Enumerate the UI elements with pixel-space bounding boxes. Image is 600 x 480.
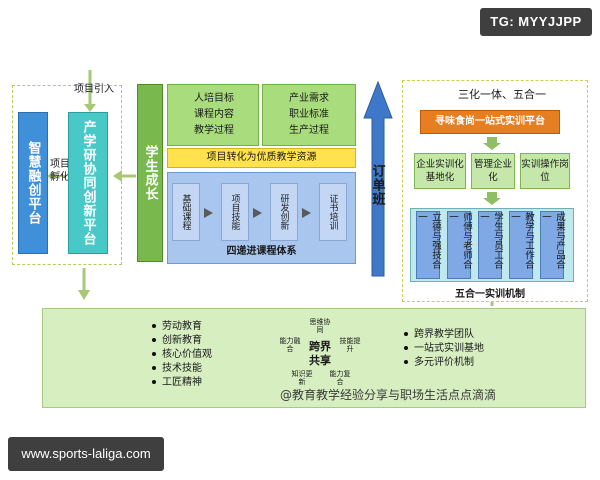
bullet-icon	[404, 360, 408, 364]
bullet-icon	[152, 338, 156, 342]
left-bullet-list: 劳动教育 创新教育 核心价值观 技术技能 工匠精神	[152, 320, 212, 390]
innovation-to-platform-arrow-head	[47, 171, 54, 181]
bullet-icon	[152, 324, 156, 328]
step-arrow	[302, 208, 311, 218]
mechanism-item: 教学与工作合一	[509, 211, 534, 279]
petal-label-top: 思维协同	[309, 318, 331, 334]
mechanism-item: 学生与员工合一	[478, 211, 503, 279]
intro-label: 项目引入	[74, 84, 114, 95]
training-box: 企业实训化基地化	[414, 153, 466, 189]
growth-to-left-arrow-head	[113, 170, 122, 182]
mechanism-item: 立德与强技合一	[416, 211, 441, 279]
bottom-band	[42, 308, 586, 408]
list-item: 劳动教育	[152, 320, 212, 334]
author-annotation: @教育教学经验分享与职场生活点点滴滴	[280, 388, 497, 402]
mechanism-title: 五合一实训机制	[455, 289, 525, 300]
right-training-frame	[402, 80, 588, 302]
goal-item: 课程内容	[194, 109, 234, 120]
list-item: 工匠精神	[152, 376, 212, 390]
training-box: 管理企业化	[471, 153, 515, 189]
petal-label-bottom-left: 知识更新	[291, 370, 313, 386]
bullet-icon	[152, 380, 156, 384]
list-item: 创新教育	[152, 334, 212, 348]
course-step: 研发创新	[270, 183, 298, 241]
petal-label-right: 技能提升	[339, 337, 361, 353]
bullet-icon	[152, 352, 156, 356]
goal-item: 教学过程	[194, 125, 234, 136]
bullet-icon	[152, 366, 156, 370]
goals-box: 人培目标 课程内容 教学过程	[167, 84, 259, 146]
smart-platform-box: 智慧融创平台	[18, 112, 48, 254]
right-bullet-list: 跨界教学团队 一站式实训基地 多元评价机制	[404, 328, 484, 370]
step-arrow	[253, 208, 262, 218]
petal-label-bottom-right: 能力复合	[329, 370, 351, 386]
bullet-icon	[404, 332, 408, 336]
right-title: 三化一体、五合一	[458, 88, 546, 101]
innovation-platform-box: 产学研协同创新平台	[68, 112, 108, 254]
list-item: 技术技能	[152, 362, 212, 376]
boxes-down-arrow	[483, 192, 501, 205]
step-arrow	[204, 208, 213, 218]
intro-arrow-head	[84, 104, 96, 112]
course-step: 证书培训	[319, 183, 347, 241]
course-step: 项目技能	[221, 183, 249, 241]
platform-down-arrow	[483, 137, 501, 150]
order-class-label: 订单班	[369, 164, 385, 206]
mechanism-item: 师傅与老师合一	[447, 211, 472, 279]
training-platform-title: 寻味食尚一站式实训平台	[420, 110, 560, 134]
top-watermark-badge: TG: MYYJJPP	[480, 8, 592, 36]
course-step: 基础课程	[172, 183, 200, 241]
left-to-bottom-arrow-head	[78, 290, 90, 300]
left-platform-frame	[12, 85, 122, 265]
list-item: 跨界教学团队	[404, 328, 484, 342]
list-item: 核心价值观	[152, 348, 212, 362]
list-item: 一站式实训基地	[404, 342, 484, 356]
need-item: 生产过程	[289, 125, 329, 136]
course-system-title: 四递进课程体系	[226, 246, 297, 257]
mechanism-item: 成果与产品合一	[540, 211, 565, 279]
list-item: 多元评价机制	[404, 356, 484, 370]
hatch-label: 项目孵化	[50, 159, 70, 183]
goal-item: 人培目标	[194, 93, 234, 104]
bullet-icon	[404, 346, 408, 350]
sharing-center-label: 跨界共享	[309, 340, 331, 367]
bottom-watermark-badge: www.sports-laliga.com	[8, 437, 164, 471]
training-box: 实训操作岗位	[520, 153, 570, 189]
transform-box: 项目转化为优质教学资源	[167, 148, 356, 168]
need-item: 职业标准	[289, 109, 329, 120]
student-growth-box: 学生成长	[137, 84, 163, 262]
need-item: 产业需求	[289, 93, 329, 104]
petal-label-left: 能力融合	[279, 337, 301, 353]
needs-box: 产业需求 职业标准 生产过程	[262, 84, 356, 146]
order-up-arrow	[363, 80, 393, 277]
